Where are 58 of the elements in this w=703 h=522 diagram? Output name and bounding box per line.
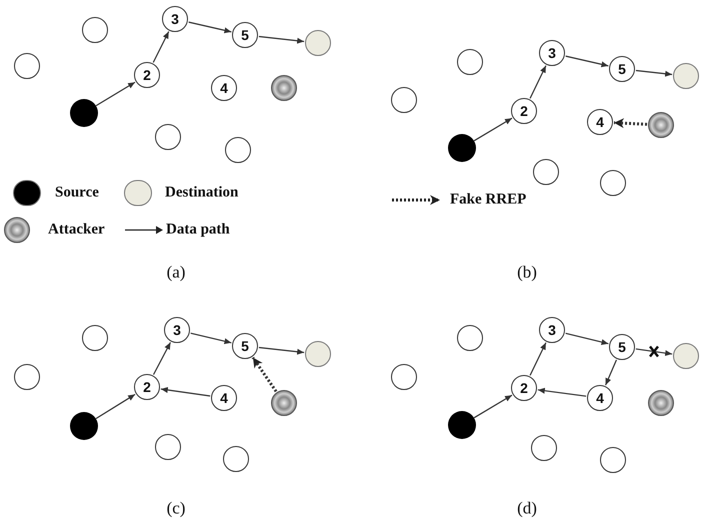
dotted-arrow xyxy=(252,356,278,392)
arrow xyxy=(188,22,232,34)
destination-node xyxy=(673,63,699,89)
arrow xyxy=(96,394,136,420)
node-number: 4 xyxy=(220,81,228,95)
node-number: 2 xyxy=(520,104,528,118)
attacker-node xyxy=(271,390,297,416)
arrow xyxy=(152,342,172,375)
legend-label: Attacker xyxy=(48,222,105,238)
source-node xyxy=(70,99,98,127)
panel-label: (a) xyxy=(166,264,186,280)
arrow xyxy=(190,332,232,344)
node-number: 4 xyxy=(220,391,228,405)
arrow xyxy=(258,36,304,44)
destination-node xyxy=(673,343,699,369)
source-node xyxy=(448,411,476,439)
arrow xyxy=(636,70,672,77)
destination-node xyxy=(305,341,331,367)
destination-node xyxy=(305,30,331,56)
arrow xyxy=(566,56,608,68)
node-number: 5 xyxy=(618,62,626,76)
source-node xyxy=(448,134,476,162)
arrow xyxy=(258,346,304,355)
node-number: 2 xyxy=(143,380,151,394)
arrow xyxy=(160,387,210,397)
panel-label: (d) xyxy=(517,500,537,516)
arrow xyxy=(96,82,136,106)
arrow xyxy=(538,388,586,397)
arrow xyxy=(530,342,546,376)
node-number: 3 xyxy=(173,323,181,337)
legend-label: Fake RREP xyxy=(450,192,526,208)
legend-label: Source xyxy=(55,186,99,200)
arrow xyxy=(636,348,672,356)
attacker-node xyxy=(648,112,674,138)
dotted-arrow xyxy=(614,118,648,128)
arrow xyxy=(605,360,617,386)
legend-label: Data path xyxy=(166,222,230,238)
source-node xyxy=(70,412,98,440)
node-number: 2 xyxy=(143,68,151,82)
node-number: 3 xyxy=(171,12,179,26)
panel-label: (c) xyxy=(166,500,186,516)
node-number: 2 xyxy=(520,381,528,395)
node-number: 3 xyxy=(548,323,556,337)
attacker-node xyxy=(271,75,297,101)
attacker-node xyxy=(648,390,674,416)
legend-label: Destination xyxy=(165,186,238,200)
panel-label: (b) xyxy=(517,264,537,280)
node-number: 4 xyxy=(596,115,604,129)
node-number: 5 xyxy=(618,340,626,354)
arrow xyxy=(474,118,512,142)
arrow xyxy=(530,65,546,99)
node-number: 5 xyxy=(241,28,249,42)
node-number: 3 xyxy=(548,46,556,60)
node-number: 4 xyxy=(596,391,604,405)
node-number: 5 xyxy=(241,339,249,353)
arrow xyxy=(152,31,170,63)
arrow xyxy=(565,332,609,345)
arrow xyxy=(474,394,512,418)
